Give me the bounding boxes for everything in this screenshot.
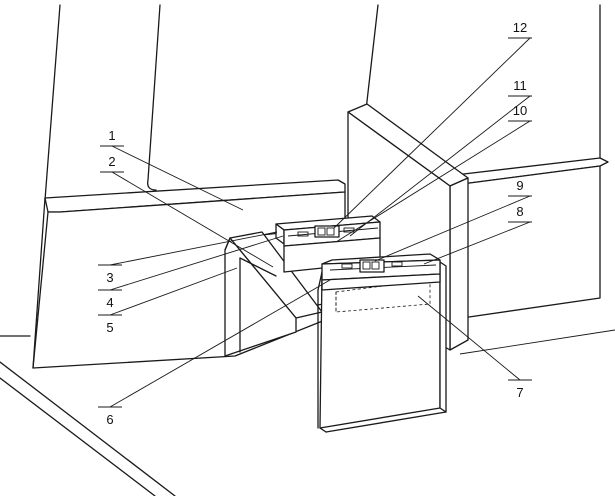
leader-1 [111, 145, 244, 211]
leader-3 [109, 231, 278, 266]
leader-5 [109, 267, 238, 316]
leader-7 [417, 295, 521, 381]
callout-labels: 1 2 3 4 5 6 7 8 9 10 11 12 [106, 20, 527, 427]
leader-2 [111, 171, 274, 268]
floor [0, 329, 615, 496]
callout-2: 2 [108, 154, 115, 169]
leader-9 [374, 195, 531, 262]
callout-1: 1 [108, 128, 115, 143]
leader-12 [333, 37, 531, 229]
rail-right [454, 157, 609, 319]
callout-6: 6 [106, 412, 113, 427]
callout-10: 10 [513, 103, 527, 118]
callout-11: 11 [513, 78, 527, 93]
seat-frame [224, 231, 323, 357]
lower-latch-housing [321, 253, 441, 291]
callout-3: 3 [106, 270, 113, 285]
callout-9: 9 [516, 178, 523, 193]
callout-5: 5 [106, 320, 113, 335]
callout-4: 4 [106, 295, 113, 310]
leader-4 [109, 235, 284, 291]
front-upright-board [317, 261, 447, 433]
leader-8 [423, 221, 531, 265]
leader-lines [98, 37, 532, 408]
callout-7: 7 [516, 385, 523, 400]
leader-6 [109, 279, 331, 408]
back-wall [44, 4, 601, 201]
callout-8: 8 [516, 204, 523, 219]
leader-11 [349, 95, 531, 237]
callout-12: 12 [513, 20, 527, 35]
